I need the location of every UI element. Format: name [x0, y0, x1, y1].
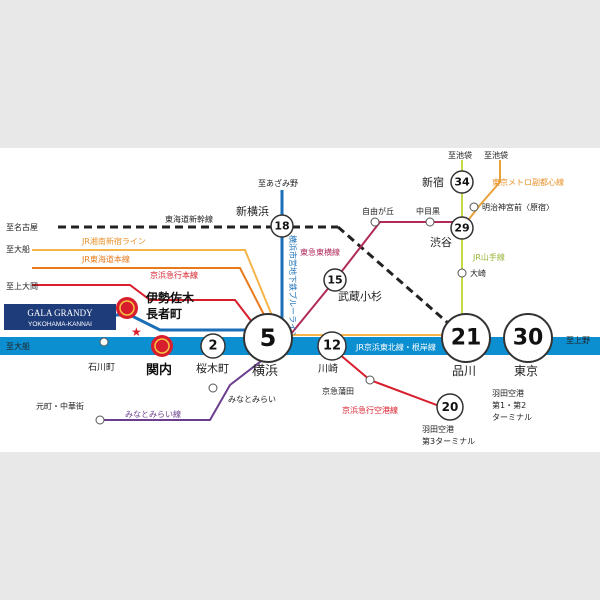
name-shinjuku: 新宿: [422, 175, 444, 189]
label-shonan-shinjuku: JR湘南新宿ライン: [81, 236, 146, 246]
dest-azamino: 至あざみ野: [258, 178, 298, 188]
dest-ofuna1: 至大船: [6, 244, 30, 254]
station-shinjuku: 34: [450, 170, 474, 194]
dest-nagoya: 至名古屋: [6, 222, 38, 232]
minutes-kawasaki: 12: [323, 339, 341, 354]
name-minatomirai: みなとみらい: [228, 395, 276, 404]
line-fukutoshin-2: [461, 160, 501, 229]
name-shin-yokohama: 新横浜: [236, 204, 269, 218]
map-panel: [0, 148, 600, 452]
name-haneda-12-b: 第1・第2: [492, 400, 526, 410]
label-toyoko: 東急東横線: [300, 247, 340, 257]
minutes-shinjuku: 34: [454, 176, 470, 189]
name-osaki: 大崎: [470, 268, 486, 278]
label-blue-line: 横浜市営地下鉄ブルーライン: [288, 235, 298, 339]
station-shin-yokohama: 18: [270, 214, 294, 238]
label-tokaido-shinkansen: 東海道新幹線: [165, 214, 213, 224]
name-yokohama: 横浜: [252, 364, 278, 379]
label-yamanote: JR山手線: [472, 252, 505, 262]
station-shinagawa: 21: [441, 313, 491, 363]
station-kannai: [151, 335, 173, 357]
dest-ikebukuro2: 至池袋: [484, 150, 508, 160]
name-isezakichojamachi-1: 伊勢佐木: [145, 290, 195, 305]
name-isezakichojamachi-2: 長者町: [146, 306, 182, 321]
minutes-yokohama: 5: [260, 324, 277, 352]
name-jiyugaoka: 自由が丘: [362, 206, 394, 216]
minutes-shibuya: 29: [454, 222, 469, 235]
name-sakuragicho: 桜木町: [196, 361, 229, 375]
name-shinagawa: 品川: [452, 364, 476, 378]
label-keikyu: 京浜急行本線: [150, 270, 198, 280]
dest-ueno: 至上野: [566, 336, 590, 345]
brand-box: GALA GRANDY YOKOHAMA-KANNAI: [4, 304, 116, 330]
name-keikyu-kamata: 京急蒲田: [322, 386, 354, 396]
brand-line1: GALA GRANDY: [27, 308, 93, 318]
line-shonan-shinjuku: [32, 249, 470, 336]
dest-ofuna2: 至大船: [6, 341, 30, 351]
label-tokaido: JR東海道本線: [81, 254, 130, 264]
name-haneda-3-b: 第3ターミナル: [422, 436, 475, 446]
station-shibuya: 29: [450, 216, 474, 240]
name-haneda-12-c: ターミナル: [492, 413, 532, 422]
name-motomachi: 元町・中華街: [36, 401, 84, 411]
line-tokaido-shinkansen: [58, 225, 457, 332]
minutes-shin-yokohama: 18: [274, 220, 289, 233]
name-ishikawacho: 石川町: [88, 363, 115, 373]
station-dots: [95, 202, 479, 425]
label-airport: 京浜急行空港線: [342, 405, 398, 415]
station-isezakichojamachi: [116, 297, 138, 319]
name-kannai: 関内: [146, 362, 172, 378]
label-keihin-tohoku: JR京浜東北線・根岸線: [355, 342, 436, 352]
minutes-haneda: 20: [442, 400, 459, 414]
minutes-sakuragicho: 2: [208, 339, 217, 354]
station-yokohama: 5: [243, 313, 293, 363]
station-sakuragicho: 2: [200, 333, 226, 359]
name-kawasaki: 川崎: [318, 362, 338, 375]
station-tokyo: 30: [503, 313, 553, 363]
name-nakameguro: 中目黒: [416, 206, 440, 216]
name-haneda-12-a: 羽田空港: [492, 388, 524, 398]
star-icon: ★: [131, 325, 142, 339]
name-haneda-3-a: 羽田空港: [422, 424, 454, 434]
label-fukutoshin: 東京メトロ副都心線: [492, 177, 564, 187]
minutes-tokyo: 30: [513, 326, 544, 351]
dest-kamiooka: 至上大岡: [6, 281, 38, 291]
minutes-shinagawa: 21: [451, 326, 482, 351]
station-kawasaki: 12: [317, 331, 347, 361]
name-tokyo: 東京: [514, 364, 538, 378]
dest-ikebukuro1: 至池袋: [448, 150, 472, 160]
station-musashikosugi: 15: [323, 268, 347, 292]
station-haneda: 20: [436, 393, 464, 421]
line-minatomirai: [100, 344, 283, 421]
brand-line2: YOKOHAMA-KANNAI: [28, 321, 92, 328]
label-minatomirai: みなとみらい線: [125, 409, 181, 419]
minutes-musashikosugi: 15: [327, 274, 342, 287]
name-musashikosugi: 武蔵小杉: [338, 289, 382, 303]
name-shibuya: 渋谷: [430, 236, 452, 249]
name-meiji: 明治神宮前〈原宿〉: [482, 202, 554, 212]
